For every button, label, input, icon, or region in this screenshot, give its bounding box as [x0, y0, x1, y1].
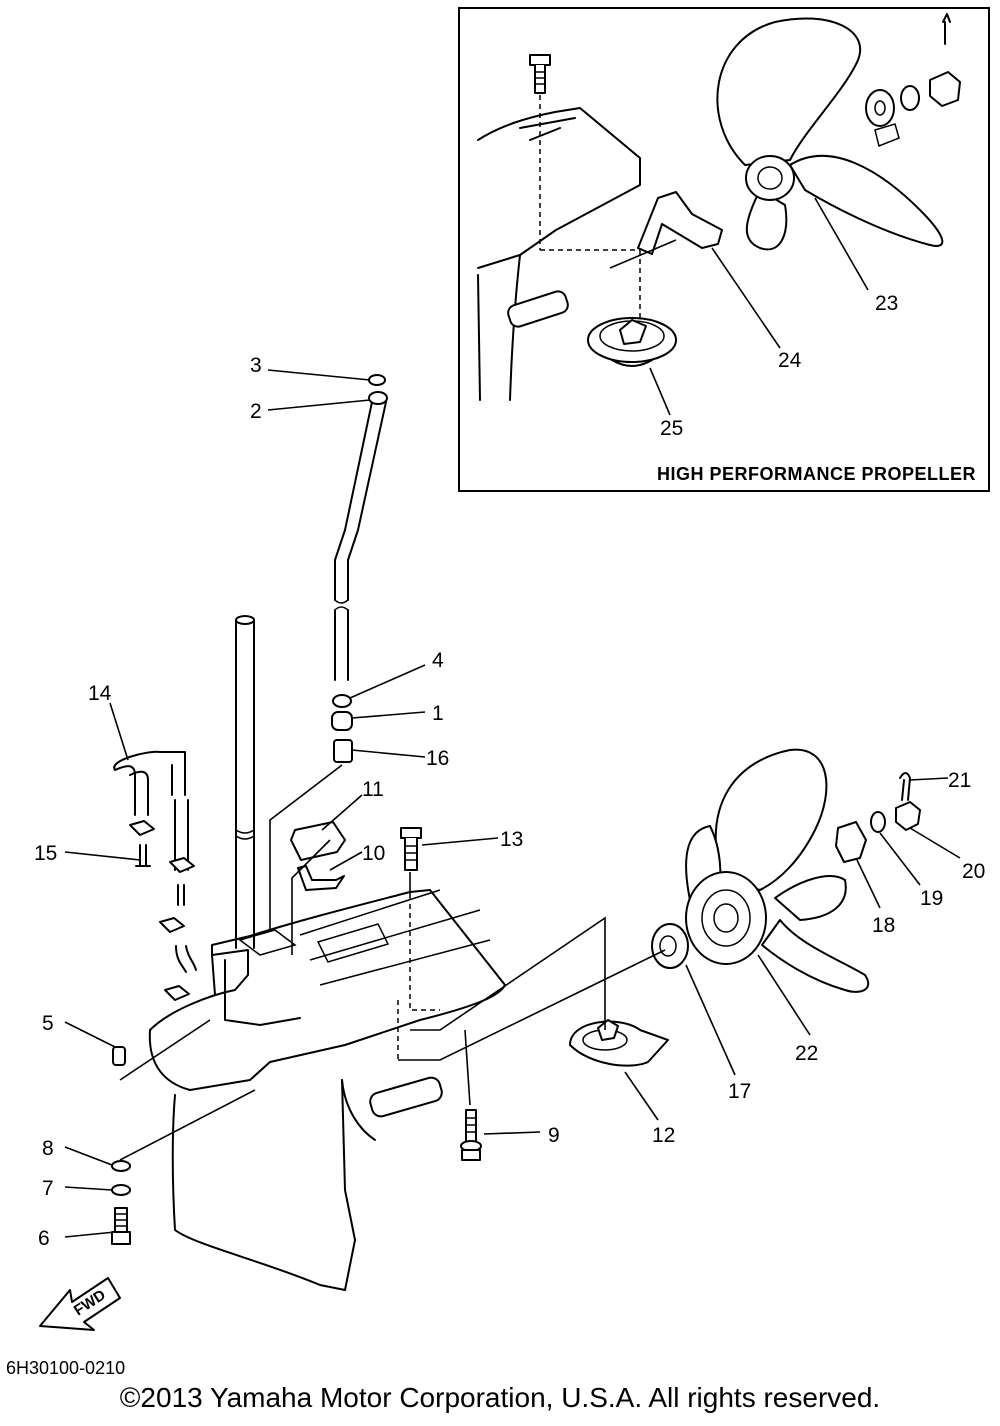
callout-23: 23: [875, 292, 898, 315]
callout-24: 24: [778, 349, 802, 372]
part-17-thrust-hub: [651, 923, 689, 969]
callout-18: 18: [872, 914, 895, 937]
callout-10: 10: [362, 842, 385, 865]
part-6-bolt: [111, 1207, 131, 1245]
part-5-dowel: [112, 1046, 126, 1066]
callout-3: 3: [250, 354, 262, 377]
inset-title: HIGH PERFORMANCE PROPELLER: [657, 464, 976, 484]
callout-21: 21: [948, 769, 971, 792]
inset-part-24-stopper: [609, 191, 723, 269]
callout-25: 25: [660, 417, 683, 440]
callout-leaders: [64, 369, 961, 1238]
callout-9: 9: [548, 1124, 560, 1147]
callout-6: 6: [38, 1227, 50, 1250]
part-20-nut: [895, 801, 921, 831]
inset-panel: HIGH PERFORMANCE PROPELLER: [458, 7, 990, 492]
inset-screw: [529, 54, 641, 320]
inset-part-23-propeller: [716, 17, 944, 251]
fwd-arrow-icon: FWD: [39, 1277, 121, 1331]
leader-25: [649, 367, 671, 416]
inset-hardware: [865, 13, 961, 148]
callout-1: 1: [432, 702, 444, 725]
callout-4: 4: [432, 649, 444, 672]
callout-13: 13: [500, 828, 523, 851]
shift-rod-grommets: [331, 694, 353, 763]
inset-lower-case: [477, 107, 641, 401]
callout-11: 11: [362, 778, 384, 801]
part-13-bolt: [400, 827, 422, 871]
drive-shaft: [235, 615, 255, 949]
water-tube-part-14: [113, 750, 197, 1001]
part-7-washer: [111, 1184, 131, 1196]
callout-8: 8: [42, 1137, 54, 1160]
callout-7: 7: [42, 1177, 54, 1200]
callout-19: 19: [920, 887, 943, 910]
callout-12: 12: [652, 1124, 675, 1147]
copyright-notice: ©2013 Yamaha Motor Corporation, U.S.A. A…: [119, 1382, 881, 1413]
part-22-propeller: [685, 748, 870, 993]
part-21-cotter-pin: [899, 772, 911, 801]
callout-14: 14: [88, 682, 112, 705]
callout-15: 15: [34, 842, 57, 865]
inset-part-25-trim-tab: [587, 317, 677, 367]
leader-23: [814, 197, 869, 291]
part-19-washer: [870, 811, 886, 833]
callout-2: 2: [250, 400, 262, 423]
part-18-spacer: [835, 821, 867, 863]
part-10-bracket: [297, 865, 345, 891]
callout-16: 16: [426, 747, 449, 770]
part-12-trim-tab: [569, 1019, 669, 1067]
part-9-bolt: [460, 1109, 482, 1161]
part-11-anode: [290, 821, 346, 861]
callout-17: 17: [728, 1080, 751, 1103]
diagram-code: 6H30100-0210: [6, 1358, 126, 1378]
callout-20: 20: [962, 860, 985, 883]
lower-case-housing: [148, 889, 506, 1291]
leader-24: [711, 247, 781, 349]
callout-5: 5: [42, 1012, 54, 1035]
part-8-washer: [111, 1160, 131, 1172]
shift-rod-part-2: [334, 374, 388, 681]
assembly-lines: [119, 764, 666, 1161]
callout-22: 22: [795, 1042, 818, 1065]
